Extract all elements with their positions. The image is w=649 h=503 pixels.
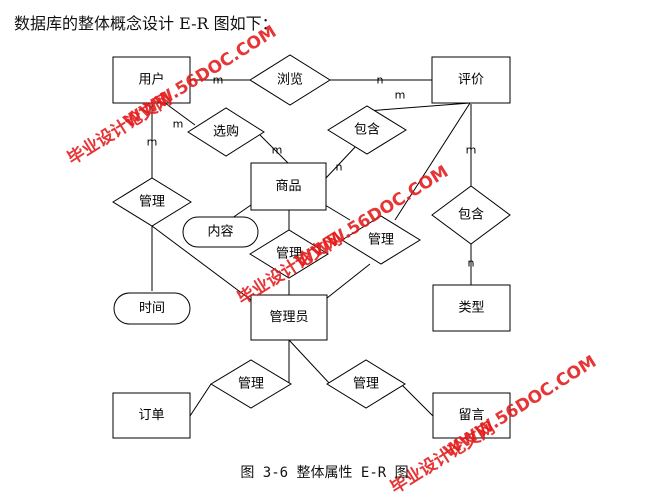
- entity-type: 类型: [432, 284, 511, 332]
- cardinalities: m n m m m n m m n: [147, 74, 477, 270]
- card-contain1-product: n: [336, 161, 343, 174]
- relationship-contain1: 包含: [327, 105, 407, 155]
- entity-user-label: 用户: [138, 72, 164, 88]
- entity-product-label: 商品: [275, 179, 301, 194]
- edge-manage5-message: [400, 383, 434, 417]
- entity-admin: 管理员: [250, 294, 328, 341]
- relationship-contain2: 包含: [431, 185, 511, 245]
- relationship-manage3: 管理: [341, 215, 421, 265]
- card-purchase-product: m: [272, 144, 283, 157]
- card-browse-review: n: [377, 74, 384, 87]
- entity-message: 留言: [432, 392, 511, 439]
- relationship-manage4: 管理: [210, 359, 292, 409]
- entity-order: 订单: [112, 392, 191, 439]
- card-review-contain1: m: [395, 89, 406, 102]
- entity-product: 商品: [250, 162, 327, 211]
- edge-contain1-product: [325, 143, 359, 179]
- card-contain2-type: n: [468, 257, 475, 270]
- entity-type-label: 类型: [458, 301, 484, 316]
- relationship-manage3-label: 管理: [368, 233, 394, 248]
- edge-review-contain1: [366, 102, 471, 112]
- card-review-contain2: m: [466, 144, 477, 157]
- card-user-purchase: m: [173, 118, 184, 131]
- relationship-manage1: 管理: [112, 177, 192, 227]
- relationship-manage5-label: 管理: [353, 377, 379, 392]
- relationship-contain1-label: 包含: [354, 122, 380, 138]
- entity-review: 评价: [431, 56, 511, 104]
- entity-admin-label: 管理员: [269, 310, 308, 325]
- relationship-contain2-label: 包含: [458, 207, 484, 223]
- relationship-manage5: 管理: [326, 359, 406, 409]
- card-user-browse: m: [213, 74, 224, 87]
- edge-product-manage3: [324, 204, 351, 221]
- edge-admin-manage5: [288, 339, 331, 385]
- relationship-manage1-label: 管理: [139, 195, 165, 210]
- edge-purchase-product: [259, 134, 289, 164]
- edges: [151, 79, 472, 417]
- relationship-manage4-label: 管理: [238, 377, 264, 392]
- attribute-time-label: 时间: [139, 301, 165, 316]
- relationship-browse: 浏览: [249, 54, 331, 106]
- card-user-manage1: m: [147, 136, 158, 149]
- edge-manage1-admin: [151, 225, 252, 301]
- intro-text: 数据库的整体概念设计 E-R 图如下：: [14, 14, 278, 33]
- relationship-purchase-label: 选购: [213, 124, 239, 140]
- entity-review-label: 评价: [458, 73, 484, 88]
- entity-user: 用户: [112, 56, 191, 104]
- entity-order-label: 订单: [138, 408, 164, 423]
- figure-caption: 图 3-6 整体属性 E-R 图: [240, 465, 409, 481]
- entity-message-label: 留言: [458, 408, 484, 423]
- edge-user-purchase: [164, 102, 196, 126]
- edge-review-manage3: [394, 102, 471, 221]
- attribute-content: 内容: [182, 216, 259, 248]
- edge-manage4-order: [189, 383, 212, 417]
- relationship-purchase: 选购: [187, 107, 265, 157]
- relationship-manage2: 管理: [249, 229, 329, 279]
- attribute-time: 时间: [113, 292, 191, 325]
- relationship-manage2-label: 管理: [276, 247, 302, 262]
- edge-manage3-admin: [321, 263, 371, 303]
- attribute-content-label: 内容: [207, 224, 233, 240]
- relationship-browse-label: 浏览: [277, 72, 303, 88]
